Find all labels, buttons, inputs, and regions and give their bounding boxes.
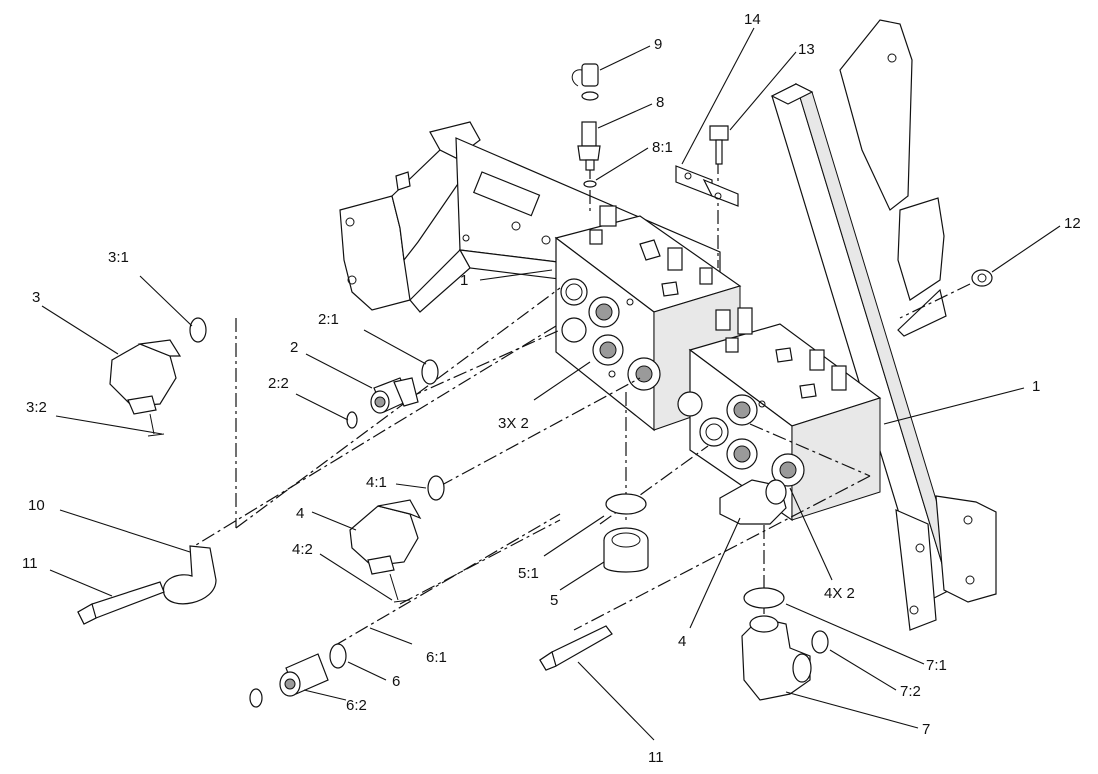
- callout-3-1: 3:1: [108, 249, 129, 266]
- elbow-fitting-4-lower: [719, 479, 787, 525]
- callout-3x2: 3X 2: [498, 415, 529, 432]
- callout-10: 10: [28, 497, 45, 514]
- callout-13: 13: [798, 41, 815, 58]
- valve-block-lower: [677, 307, 882, 522]
- callout-6-1: 6:1: [426, 649, 447, 666]
- callout-4-upper: 4: [296, 505, 304, 522]
- straight-fitting-2: [346, 359, 439, 429]
- callout-4-lower: 4: [678, 633, 686, 650]
- assembly-centrelines: [195, 140, 971, 647]
- bolt-11-bottom: [539, 625, 613, 671]
- callout-1-left: 1: [460, 272, 468, 289]
- top-fittings: [571, 63, 601, 188]
- callout-11-left: 11: [22, 555, 38, 572]
- callout-8-1: 8:1: [652, 139, 673, 156]
- callout-5: 5: [550, 592, 558, 609]
- elbow-fitting-3: [109, 317, 207, 437]
- callout-labels: 9 8 8:1 14 13 12 1 1 3:1 3 3:2 2:1 2 2:2…: [22, 11, 1081, 766]
- callout-5-1: 5:1: [518, 565, 539, 582]
- elbow-fitting-4-upper: [349, 475, 445, 603]
- callout-1-right: 1: [1032, 378, 1040, 395]
- callout-4x2: 4X 2: [824, 585, 855, 602]
- callout-7-2: 7:2: [900, 683, 921, 700]
- bracket-and-bolt: [675, 125, 993, 287]
- callout-9: 9: [654, 36, 662, 53]
- right-support-post: [770, 19, 997, 631]
- clamp-and-bolt-left: [77, 545, 217, 625]
- callout-4-1: 4:1: [366, 474, 387, 491]
- plug-5: [603, 493, 649, 573]
- callout-4-2: 4:2: [292, 541, 313, 558]
- callout-12: 12: [1064, 215, 1081, 232]
- callout-6: 6: [392, 673, 400, 690]
- leader-lines: [41, 27, 1061, 741]
- callout-8: 8: [656, 94, 664, 111]
- callout-11-bottom: 11: [648, 749, 664, 766]
- callout-3-2: 3:2: [26, 399, 47, 416]
- callout-6-2: 6:2: [346, 697, 367, 714]
- elbow-fitting-7: [741, 587, 829, 701]
- callout-14: 14: [744, 11, 761, 28]
- callout-7: 7: [922, 721, 930, 738]
- callout-2-2: 2:2: [268, 375, 289, 392]
- callout-7-1: 7:1: [926, 657, 947, 674]
- callout-3: 3: [32, 289, 40, 306]
- callout-2: 2: [290, 339, 298, 356]
- straight-fitting-6: [249, 643, 347, 708]
- callout-2-1: 2:1: [318, 311, 339, 328]
